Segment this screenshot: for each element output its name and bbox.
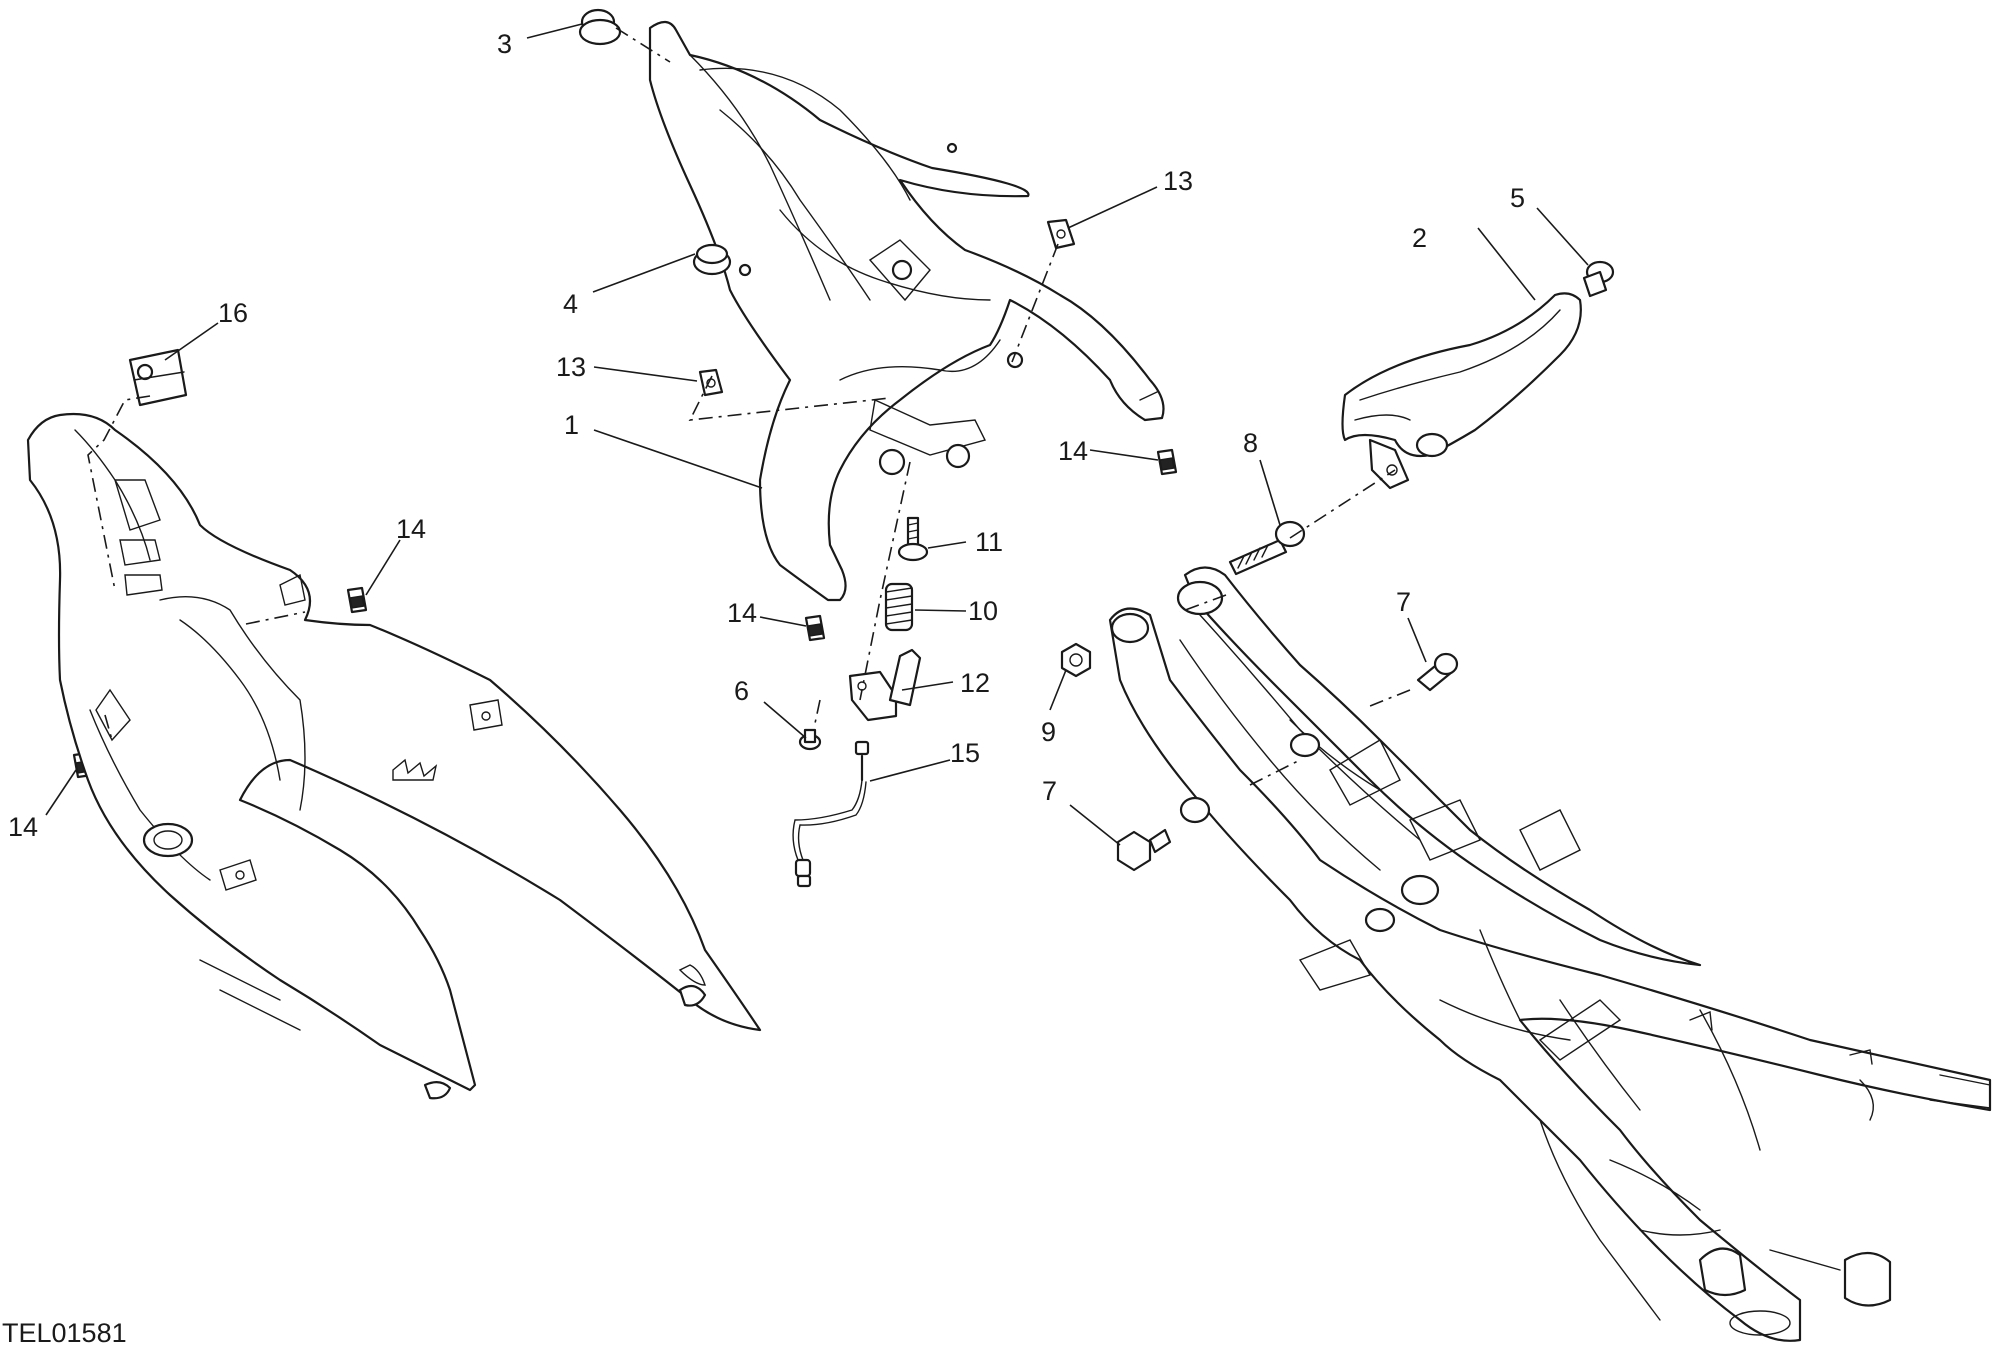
callout-8: 8: [1243, 428, 1258, 458]
leader-lines: [45, 23, 1589, 846]
part-9-nut: [1060, 642, 1092, 678]
callout-11: 11: [975, 527, 1003, 557]
callout-3: 3: [497, 29, 512, 59]
part-14-clip-left-upper: [346, 586, 368, 614]
drawing-code: TEL01581: [2, 1318, 127, 1348]
part-13-clip-nut-upper: [1046, 218, 1076, 250]
callout-7: 7: [1396, 587, 1411, 617]
callout-14: 14: [396, 514, 426, 544]
callout-7: 7: [1042, 776, 1057, 806]
part-11-screw: [897, 516, 929, 562]
part-2-grab-handle: [1341, 292, 1582, 490]
left-side-panel: [26, 412, 762, 1100]
callout-5: 5: [1510, 183, 1525, 213]
callout-10: 10: [968, 596, 998, 626]
callout-9: 9: [1041, 717, 1056, 747]
callout-14: 14: [1058, 436, 1088, 466]
part-3-grommet: [578, 8, 622, 46]
part-12-bracket: [848, 648, 922, 722]
callout-16: 16: [218, 298, 248, 328]
part-8-bolt: [1228, 520, 1306, 576]
rear-frame: [1108, 566, 1992, 1342]
callout-13: 13: [1163, 166, 1193, 196]
part-1-tail-body: [648, 20, 1165, 602]
callout-4: 4: [563, 289, 578, 319]
assembly-lines: [87, 27, 1411, 786]
callout-13: 13: [556, 352, 586, 382]
callout-2: 2: [1412, 223, 1427, 253]
callout-14: 14: [8, 812, 38, 842]
part-7-bolt-lower: [1116, 828, 1172, 872]
part-13-clip-nut-lower: [698, 368, 724, 397]
part-6-screw: [798, 728, 822, 751]
callout-12: 12: [960, 668, 990, 698]
part-14-clip-centre: [804, 614, 826, 642]
part-15-lamp-wire: [792, 740, 870, 888]
callout-labels: 3 4 13 1 13 14 2 5 8 11 10 12 14 6 15 7 …: [8, 29, 1525, 842]
part-10-spring: [884, 582, 914, 632]
callout-1: 1: [564, 410, 579, 440]
part-14-clip-right: [1156, 448, 1178, 476]
callout-6: 6: [734, 676, 749, 706]
part-4-grommet: [692, 243, 732, 276]
part-7-bolt-right: [1416, 652, 1459, 692]
callout-14: 14: [727, 598, 757, 628]
part-16-clip: [128, 348, 188, 407]
part-5-screw: [1582, 260, 1615, 298]
callout-15: 15: [950, 738, 980, 768]
